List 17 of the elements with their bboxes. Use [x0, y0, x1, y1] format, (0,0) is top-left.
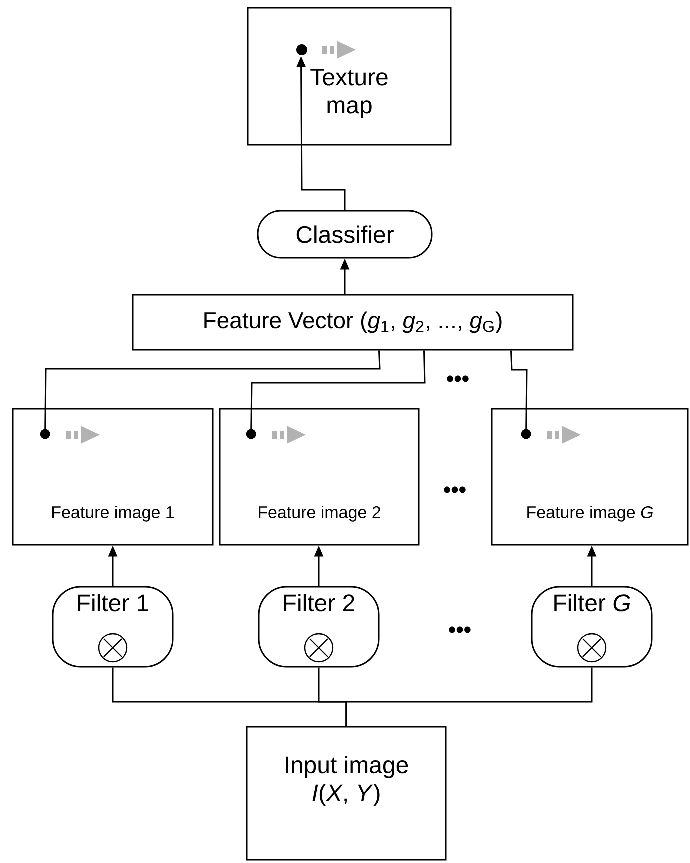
process-box: Feature image G	[491, 408, 689, 546]
ellipsis-dots: •••	[449, 626, 471, 634]
process-box: Feature image 1	[12, 408, 214, 546]
ellipsis-dots: •••	[444, 486, 466, 494]
process-box: Texture map	[247, 7, 452, 146]
connector-line	[40, 350, 381, 440]
process-box: Feature image 2	[219, 408, 420, 546]
filter-box: Filter 1	[52, 586, 174, 668]
connector-line	[246, 350, 426, 440]
classifier-box: Classifier	[257, 210, 433, 259]
process-box: Feature Vector (g$_{1}$, g$_{2}$, ..., g$_{G}$)	[132, 294, 574, 351]
connector-line	[346, 668, 593, 726]
filter-box: Filter G	[531, 586, 653, 668]
connector-line	[510, 350, 532, 440]
filter-box: Filter 2	[258, 586, 380, 668]
process-box: Input image I(X, Y)	[246, 726, 447, 861]
ellipsis-dots: •••	[447, 376, 469, 382]
